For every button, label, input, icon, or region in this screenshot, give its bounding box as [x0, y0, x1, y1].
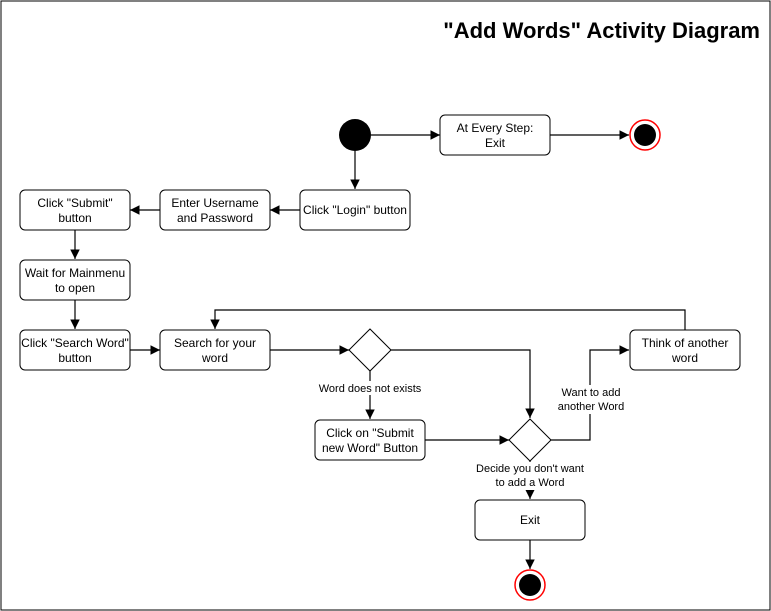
- label-search-your-word-2: word: [201, 351, 228, 365]
- action-search-your-word: [159, 329, 271, 371]
- label-wait-mainmenu-2: to open: [55, 281, 95, 295]
- label-enter-credentials-2: and Password: [177, 211, 253, 225]
- label-bg-want-add: [555, 385, 627, 414]
- final-node-top: [629, 119, 661, 151]
- label-enter-credentials-1: Enter Username: [171, 196, 259, 210]
- edge-label-dont-want-2: to add a Word: [496, 477, 565, 489]
- label-submit-new-word-2: new Word" Button: [322, 441, 418, 455]
- label-exit: Exit: [520, 513, 541, 527]
- action-at-every-step: [439, 114, 551, 156]
- label-click-search-word-2: button: [58, 351, 91, 365]
- edge-label-want-add-1: Want to add: [562, 387, 621, 399]
- label-click-search-word-1: Click "Search Word": [21, 336, 129, 350]
- action-click-search-word: [19, 329, 131, 371]
- label-at-every-step-2: Exit: [485, 136, 506, 150]
- action-think-another-word: [629, 329, 741, 371]
- action-click-login: [299, 189, 411, 231]
- label-think-another-word-2: word: [671, 351, 698, 365]
- edge-label-dont-want-1: Decide you don't want: [476, 463, 584, 475]
- initial-node: [339, 119, 371, 151]
- label-click-submit-1: Click "Submit": [37, 196, 112, 210]
- label-wait-mainmenu-1: Wait for Mainmenu: [25, 266, 125, 280]
- diagram-title: "Add Words" Activity Diagram: [443, 18, 760, 43]
- edge-decision1-to-decision2: [391, 349, 535, 418]
- action-exit: [474, 499, 586, 541]
- edge-think-to-search-word: [210, 309, 686, 330]
- decision-word-exists: [348, 328, 392, 372]
- edge-label-not-exists: Word does not exists: [319, 383, 422, 395]
- label-think-another-word-1: Think of another: [642, 336, 729, 350]
- action-submit-new-word: [314, 419, 426, 461]
- action-enter-credentials: [159, 189, 271, 231]
- edge-label-want-add-2: another Word: [558, 401, 624, 413]
- label-search-your-word-1: Search for your: [174, 336, 256, 350]
- label-click-submit-2: button: [58, 211, 91, 225]
- label-click-login: Click "Login" button: [303, 203, 407, 217]
- action-click-submit: [19, 189, 131, 231]
- decision-add-another: [508, 418, 552, 462]
- action-wait-mainmenu: [19, 259, 131, 301]
- final-node-bottom: [514, 569, 546, 601]
- label-submit-new-word-1: Click on "Submit: [326, 426, 414, 440]
- label-at-every-step-1: At Every Step:: [457, 121, 534, 135]
- label-bg-not-exists: [315, 381, 425, 395]
- label-bg-dont-want: [472, 462, 588, 490]
